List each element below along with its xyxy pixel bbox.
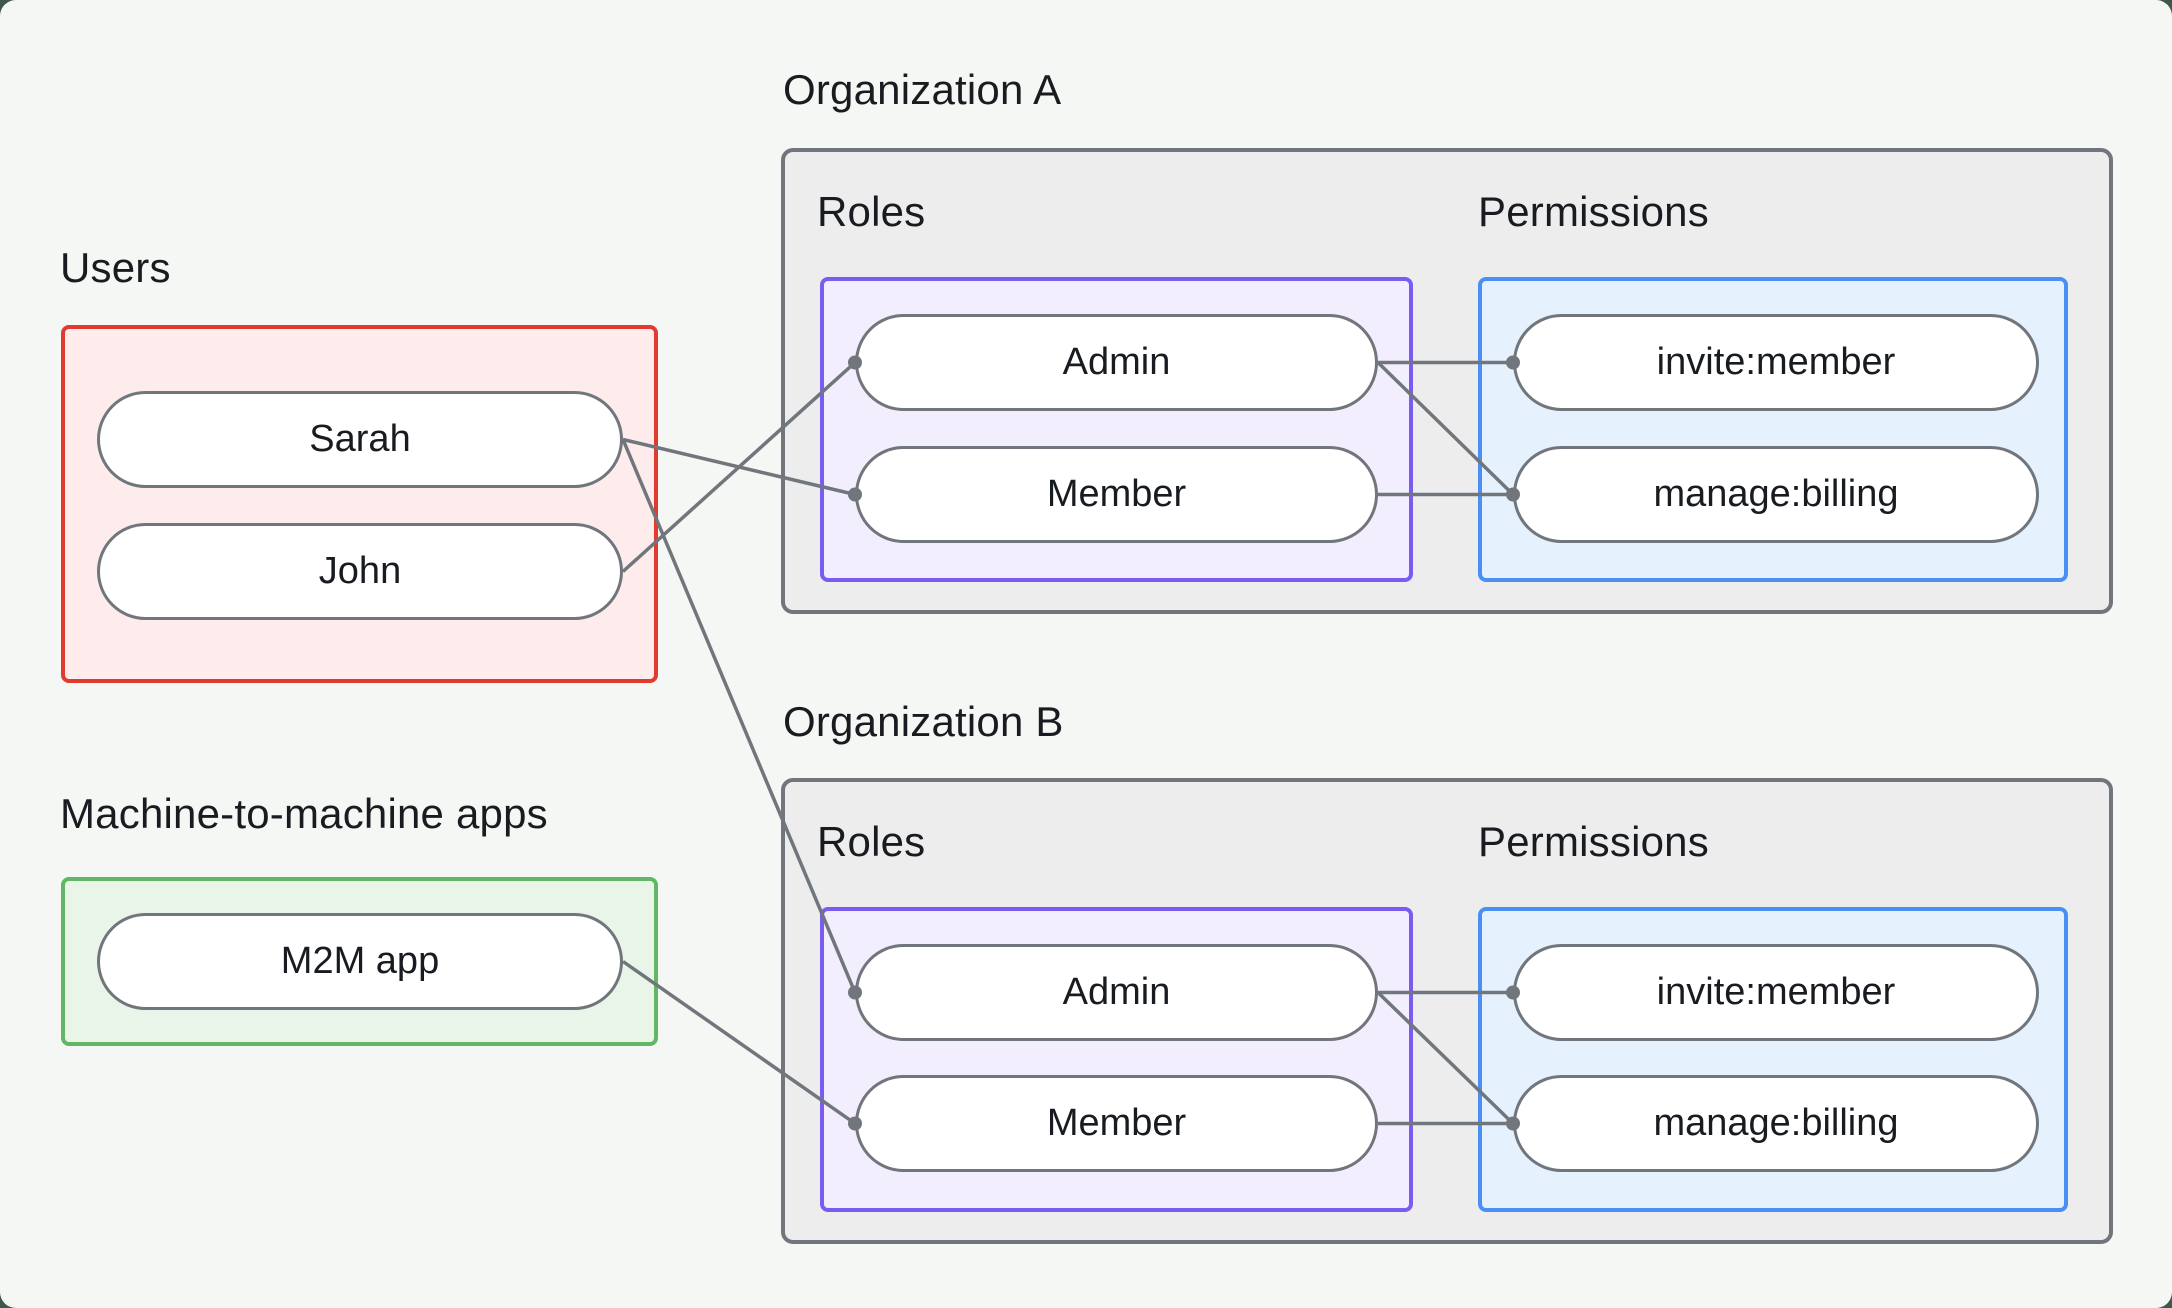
permission-node-label: invite:member bbox=[1656, 341, 1896, 383]
permission-node-label: manage:billing bbox=[1653, 1102, 1899, 1144]
org-b-roles-label: Roles bbox=[817, 818, 926, 865]
role-node-label: Member bbox=[1046, 473, 1187, 515]
org-b-title: Organization B bbox=[783, 698, 1064, 745]
org-b-permission-manage-billing: manage:billing bbox=[1513, 1075, 2039, 1172]
org-a-permission-manage-billing: manage:billing bbox=[1513, 446, 2039, 543]
user-node-sarah: Sarah bbox=[97, 391, 623, 488]
org-a-title: Organization A bbox=[783, 66, 1062, 113]
users-group-box bbox=[61, 325, 658, 683]
permission-node-label: invite:member bbox=[1656, 971, 1896, 1013]
org-b-permissions-label: Permissions bbox=[1478, 818, 1709, 865]
m2m-app-node-label: M2M app bbox=[280, 940, 440, 982]
org-a-role-admin: Admin bbox=[855, 314, 1378, 411]
role-node-label: Member bbox=[1046, 1102, 1187, 1144]
org-b-permission-invite-member: invite:member bbox=[1513, 944, 2039, 1041]
role-node-label: Admin bbox=[1062, 341, 1171, 383]
m2m-app-node: M2M app bbox=[97, 913, 623, 1010]
org-a-permissions-label: Permissions bbox=[1478, 188, 1709, 235]
org-a-permission-invite-member: invite:member bbox=[1513, 314, 2039, 411]
user-node-john: John bbox=[97, 523, 623, 620]
org-b-role-admin: Admin bbox=[855, 944, 1378, 1041]
org-a-role-member: Member bbox=[855, 446, 1378, 543]
org-b-role-member: Member bbox=[855, 1075, 1378, 1172]
user-node-label: Sarah bbox=[309, 418, 411, 460]
user-node-label: John bbox=[318, 550, 402, 592]
permission-node-label: manage:billing bbox=[1653, 473, 1899, 515]
org-a-roles-label: Roles bbox=[817, 188, 926, 235]
users-section-label: Users bbox=[60, 244, 171, 291]
m2m-section-label: Machine-to-machine apps bbox=[60, 790, 548, 837]
role-node-label: Admin bbox=[1062, 971, 1171, 1013]
